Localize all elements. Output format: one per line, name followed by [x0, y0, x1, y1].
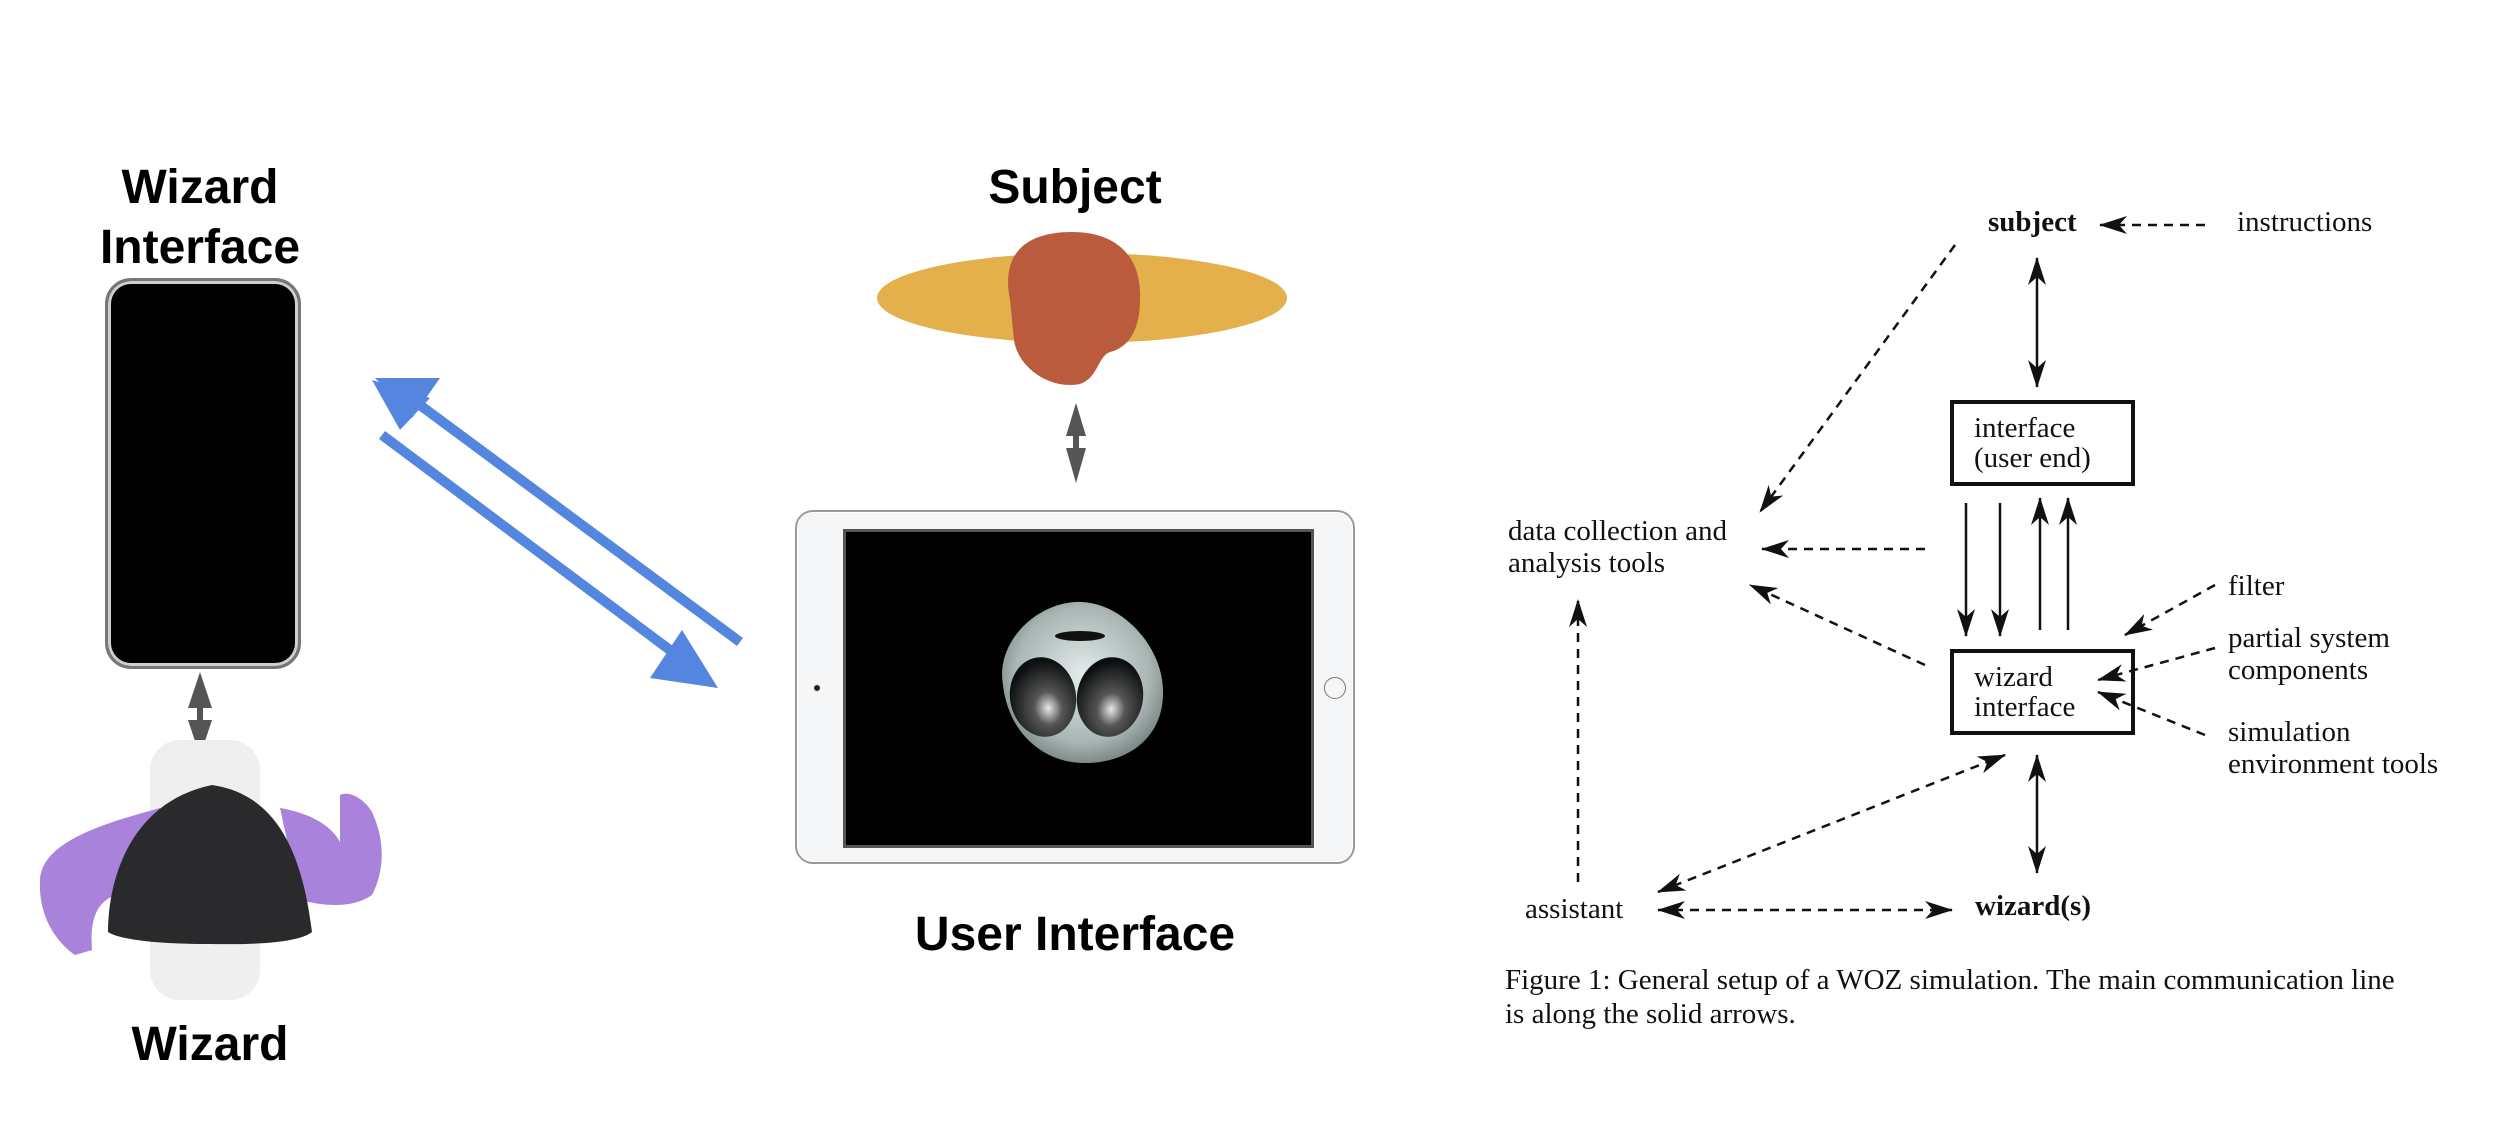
dashed-arrow-simulation-wizard-interface	[2097, 690, 2206, 737]
node-partial-system: partial system components	[2228, 622, 2390, 686]
tablet-home-button	[1324, 677, 1346, 699]
node-data-collection-line2: analysis tools	[1508, 547, 1666, 579]
node-wizard-interface-line1: wizard	[1974, 661, 2053, 693]
dashed-arrow-wizard-interface-data-collection	[1749, 583, 1926, 667]
phone-wizard-connector-icon	[188, 672, 212, 756]
subject-label: Subject	[988, 161, 1162, 214]
user-interface-label: User Interface	[914, 908, 1236, 961]
wizard-right-arm-icon	[280, 793, 382, 905]
subject-head-icon	[1008, 232, 1141, 385]
node-interface-user-end: interface (user end)	[1950, 400, 2135, 486]
dashed-arrow-filter-wizard-interface	[2124, 583, 2216, 637]
phone-device	[105, 278, 301, 669]
node-subject: subject	[1988, 206, 2077, 238]
node-wizards: wizard(s)	[1975, 890, 2091, 922]
node-simulation-tools: simulation environment tools	[2228, 716, 2438, 780]
wizard-interface-label: Wizard Interface	[60, 158, 340, 278]
node-partial-system-line2: components	[2228, 654, 2369, 686]
node-instructions: instructions	[2237, 206, 2373, 238]
node-wizard-interface: wizard interface	[1950, 649, 2135, 735]
wizard-avatar	[39, 740, 382, 1000]
figure-caption-line2: is along the solid arrows.	[1505, 998, 1796, 1030]
wizard-interface-label-line2: Interface	[99, 221, 301, 274]
alien-avatar-icon	[1002, 601, 1164, 764]
figure-caption-line1: Figure 1: General setup of a WOZ simulat…	[1505, 964, 2395, 996]
node-interface-user-end-line1: interface	[1974, 412, 2076, 444]
node-partial-system-line1: partial system	[2228, 622, 2390, 654]
node-simulation-tools-line1: simulation	[2228, 716, 2351, 748]
node-filter: filter	[2228, 570, 2285, 602]
subject-tablet-connector-icon	[1066, 403, 1086, 483]
node-simulation-tools-line2: environment tools	[2228, 748, 2439, 780]
subject-avatar	[877, 232, 1287, 385]
wizard-head-icon	[108, 785, 312, 945]
wizard-interface-label-line1: Wizard	[121, 161, 279, 214]
communication-arrows	[372, 378, 743, 688]
node-interface-user-end-line2: (user end)	[1974, 442, 2091, 474]
node-assistant: assistant	[1525, 893, 1624, 925]
node-data-collection-line1: data collection and	[1508, 515, 1728, 547]
tablet-screen	[843, 529, 1314, 848]
dashed-arrow-partial-system-wizard-interface	[2097, 646, 2216, 682]
arrow-to-wizard-interface-icon	[372, 378, 743, 647]
node-data-collection: data collection and analysis tools	[1508, 515, 1727, 579]
arrow-to-user-interface-icon	[379, 430, 718, 688]
dashed-arrow-subject-data-collection	[1758, 244, 1957, 513]
dashed-arrow-assistant-wizard-interface	[1657, 753, 2006, 894]
tablet-camera	[814, 685, 820, 691]
figure-caption: Figure 1: General setup of a WOZ simulat…	[1505, 963, 2495, 1031]
node-wizard-interface-line2: interface	[1974, 691, 2076, 723]
wizard-label: Wizard	[131, 1018, 289, 1071]
